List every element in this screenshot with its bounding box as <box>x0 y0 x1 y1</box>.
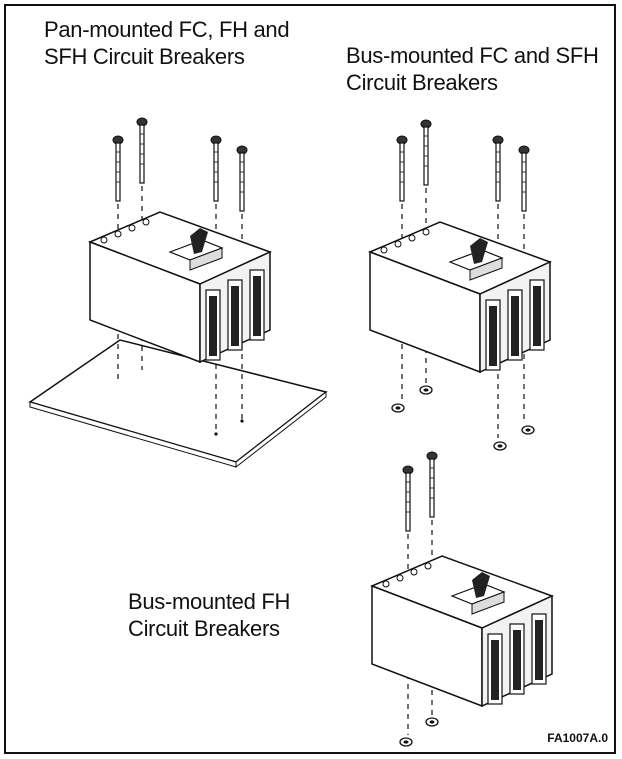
breaker-body <box>369 221 551 373</box>
bus-mounted-fc-sfh-label: Bus-mounted FC and SFH Circuit Breakers <box>346 43 599 95</box>
bus-mounted-fc-sfh-assembly <box>369 119 551 451</box>
nut-icon <box>493 441 507 451</box>
nut-icon <box>419 385 433 395</box>
pan-mounted-label: Pan-mounted FC, FH and SFH Circuit Break… <box>44 17 290 69</box>
bolt-icon <box>136 117 148 184</box>
bolt-icon <box>210 135 222 202</box>
mounting-pan <box>28 339 328 463</box>
bus-mounted-fh-assembly <box>371 451 553 747</box>
nut-icon <box>399 737 413 747</box>
bolt-icon <box>402 465 414 532</box>
bus-mounted-fh-label: Bus-mounted FH Circuit Breakers <box>128 589 291 641</box>
bolt-icon <box>236 145 248 212</box>
bolt-icon <box>518 145 530 212</box>
nut-icon <box>425 717 439 727</box>
figure-id: FA1007A.0 <box>547 731 608 745</box>
bolt-icon <box>426 451 438 518</box>
bolt-icon <box>112 135 124 202</box>
breaker-body <box>89 211 271 363</box>
nut-icon <box>521 425 535 435</box>
breaker-body <box>371 555 553 707</box>
nut-icon <box>391 403 405 413</box>
pan-mounted-assembly <box>28 117 328 469</box>
bolt-icon <box>492 135 504 202</box>
bolt-icon <box>396 135 408 202</box>
bolt-icon <box>420 119 432 186</box>
